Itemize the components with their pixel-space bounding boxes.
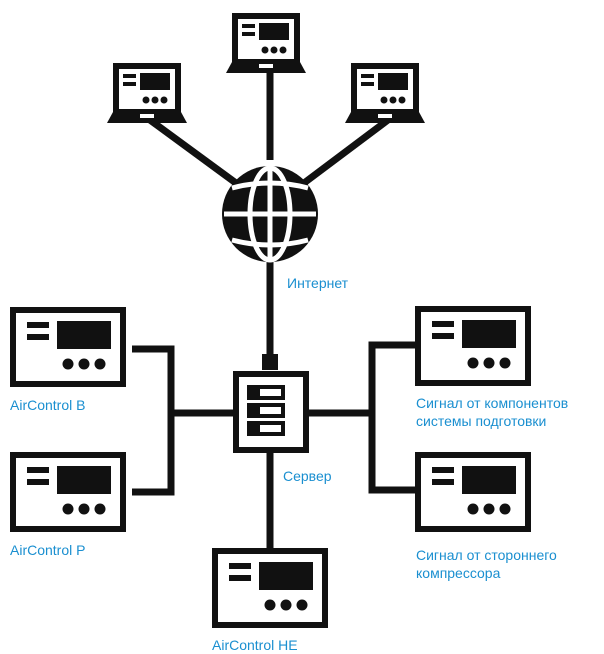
connection-lines (132, 70, 418, 552)
controller-icon (418, 309, 528, 383)
server-label: Сервер (283, 468, 332, 484)
link-laptop-left-globe (147, 117, 243, 189)
aircontrol-p-label: AirControl P (10, 542, 86, 558)
controller-icon (418, 455, 528, 529)
link-laptop-right-globe (297, 117, 391, 189)
signal-compressor-label: Сигнал от стороннего компрессора (416, 547, 557, 581)
internet-label: Интернет (287, 275, 349, 291)
link-server-right-controllers (368, 341, 418, 494)
aircontrol-b-label: AirControl B (10, 397, 86, 413)
laptop-icon (107, 66, 187, 123)
laptop-icon (345, 66, 425, 123)
link-server-left-controllers (132, 345, 175, 496)
laptop-icon (226, 16, 306, 73)
controller-icon (13, 310, 123, 384)
controller-icon (13, 455, 123, 529)
server-icon (233, 354, 309, 453)
globe-icon (222, 165, 318, 263)
signal-components-label: Сигнал от компонентов системы подготовки (416, 395, 569, 429)
aircontrol-he-label: AirControl HE (212, 637, 298, 653)
controller-icon (215, 551, 325, 625)
